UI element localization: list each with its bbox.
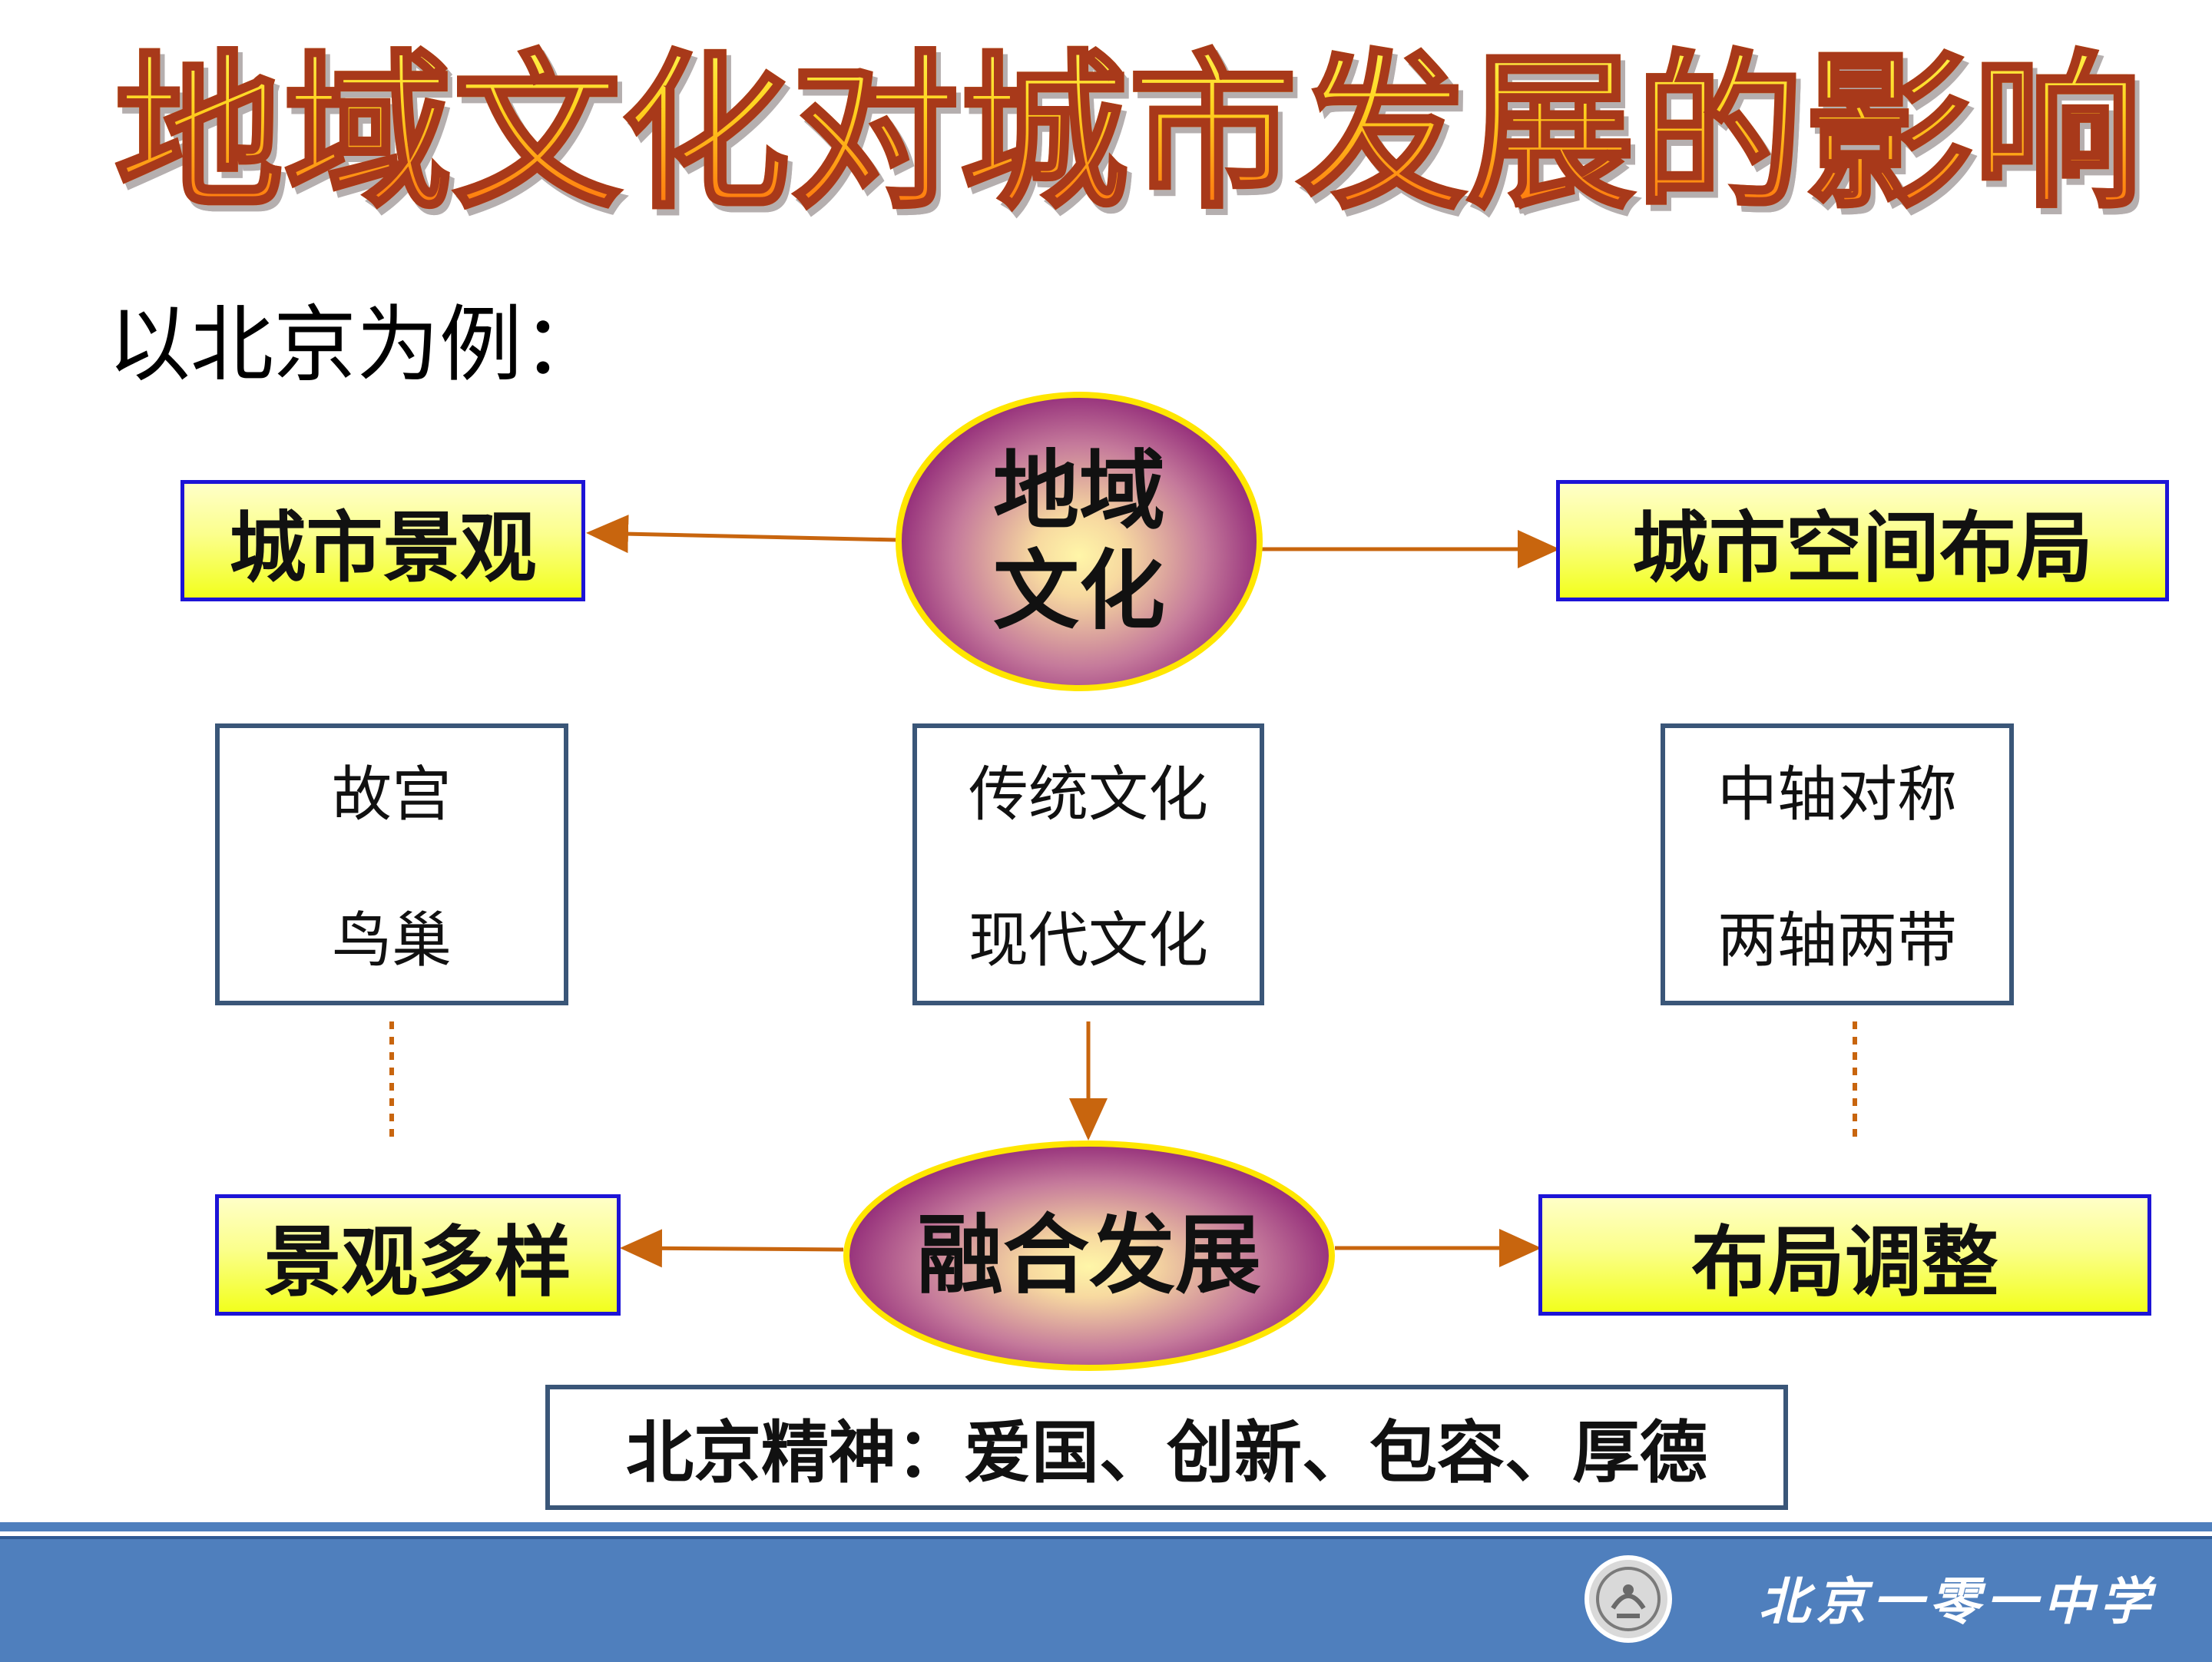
culture-box: 传统文化 现代文化 <box>912 723 1264 1005</box>
oval-line-1: 地域 <box>993 442 1165 541</box>
layout-adjustment-box: 布局调整 <box>1538 1194 2151 1316</box>
beijing-spirit-label: 北京精神：爱国、创新、包容、厚德 <box>625 1413 1707 1492</box>
urban-landscape-box: 城市景观 <box>180 480 585 601</box>
arrow-to-urban-landscape <box>586 515 898 554</box>
school-name: 北京一零一中学 <box>1759 1571 2157 1631</box>
regional-culture-oval: 地域 文化 <box>896 392 1263 691</box>
landmark-box: 故宫 鸟巢 <box>215 723 568 1005</box>
integrated-development-oval: 融合发展 <box>843 1141 1335 1371</box>
layout-adjustment-label: 布局调整 <box>1691 1217 1998 1307</box>
diverse-landscape-label: 景观多样 <box>264 1217 571 1307</box>
axis-item-2: 两轴两带 <box>1717 906 1957 975</box>
footer-band <box>0 1536 2212 1662</box>
integrated-development-label: 融合发展 <box>917 1206 1261 1306</box>
beijing-spirit-box: 北京精神：爱国、创新、包容、厚德 <box>545 1385 1788 1510</box>
subtitle: 以北京为例： <box>108 297 606 393</box>
urban-landscape-label: 城市景观 <box>229 502 537 593</box>
diverse-landscape-box: 景观多样 <box>215 1194 621 1316</box>
axis-box: 中轴对称 两轴两带 <box>1661 723 2014 1005</box>
landmark-item-2: 鸟巢 <box>331 906 452 975</box>
landmark-item-1: 故宫 <box>331 760 452 829</box>
page-title: 地域文化对城市发展的影响 <box>114 23 2144 246</box>
oval-line-2: 文化 <box>993 541 1165 641</box>
school-emblem-icon <box>1582 1553 1674 1645</box>
culture-item-1: 传统文化 <box>968 760 1208 829</box>
culture-item-2: 现代文化 <box>968 906 1208 975</box>
axis-item-1: 中轴对称 <box>1717 760 1957 829</box>
arrow-to-diverse-landscape <box>620 1229 844 1268</box>
urban-layout-label: 城市空间布局 <box>1632 502 2093 593</box>
urban-layout-box: 城市空间布局 <box>1556 480 2169 601</box>
footer-stripe-1 <box>0 1522 2212 1531</box>
